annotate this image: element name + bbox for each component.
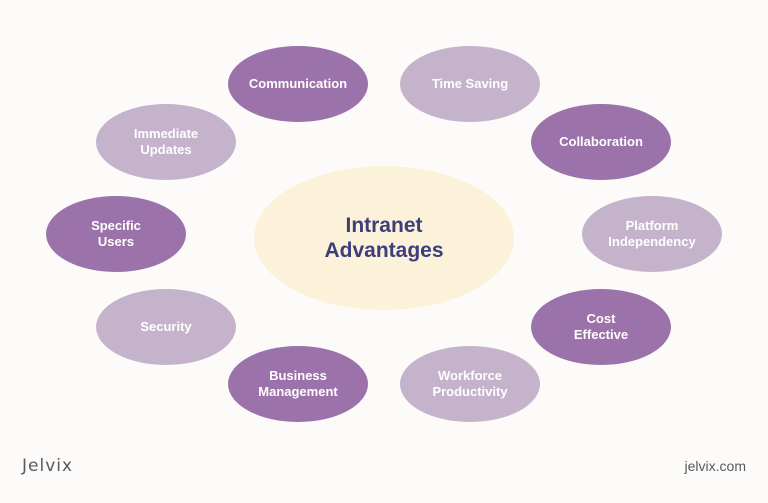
node-specific-users: Specific Users bbox=[46, 196, 186, 272]
center-node: Intranet Advantages bbox=[254, 166, 514, 310]
node-communication: Communication bbox=[228, 46, 368, 122]
brand-logo: Jelvix bbox=[22, 456, 74, 476]
node-platform-independency: Platform Independency bbox=[582, 196, 722, 272]
node-immediate-updates: Immediate Updates bbox=[96, 104, 236, 180]
node-cost-effective: Cost Effective bbox=[531, 289, 671, 365]
node-workforce-productivity: Workforce Productivity bbox=[400, 346, 540, 422]
node-collaboration: Collaboration bbox=[531, 104, 671, 180]
node-business-management: Business Management bbox=[228, 346, 368, 422]
site-url: jelvix.com bbox=[684, 458, 746, 474]
node-time-saving: Time Saving bbox=[400, 46, 540, 122]
node-security: Security bbox=[96, 289, 236, 365]
